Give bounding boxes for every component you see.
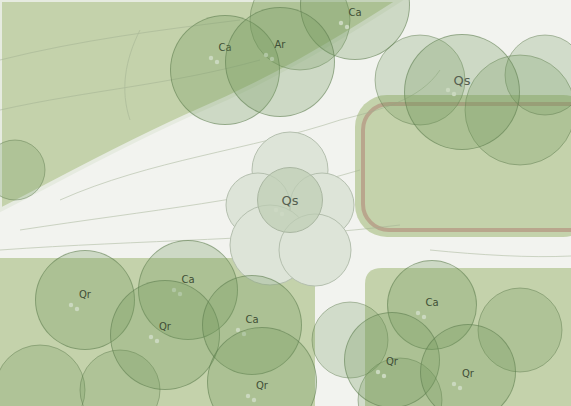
shrub-mass	[226, 132, 354, 286]
species-code: Qs	[453, 74, 470, 87]
species-code: Ca	[425, 298, 438, 308]
species-code: Qr	[386, 357, 398, 367]
tree-canopy: Qs	[257, 167, 323, 233]
species-code: Qr	[159, 322, 171, 332]
species-code: Qr	[256, 381, 268, 391]
species-code: Qr	[462, 369, 474, 379]
species-code: Ca	[348, 8, 361, 18]
species-code: Ar	[275, 40, 286, 50]
species-code: Qs	[281, 194, 298, 207]
tree-canopy: Qs	[404, 34, 520, 150]
species-code: Ca	[245, 315, 258, 325]
tree-canopy: Ar	[225, 7, 335, 117]
species-code: Qr	[79, 290, 91, 300]
